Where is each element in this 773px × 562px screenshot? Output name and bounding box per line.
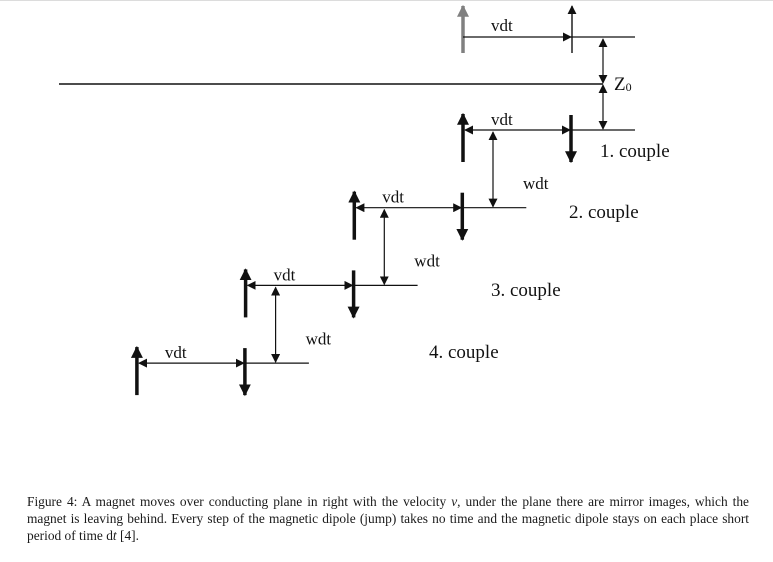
z0-distance: Z0: [598, 38, 632, 130]
figure-caption: Figure 4: A magnet moves over conducting…: [27, 493, 749, 544]
caption-text-1: Figure 4: A magnet moves over conducting…: [27, 494, 452, 509]
couple-label: 3. couple: [491, 280, 561, 301]
caption-var-t: t: [112, 528, 117, 543]
couple-3: vdt 3. couple wdt: [239, 265, 561, 364]
vdt-label: vdt: [274, 265, 296, 284]
z0-label-subscript: 0: [626, 80, 632, 94]
magnet-above-plane: vdt: [457, 4, 635, 53]
wdt-label: wdt: [523, 174, 549, 193]
vdt-label: vdt: [165, 343, 187, 362]
couple-1: vdt 1. couple wdt: [457, 110, 670, 208]
z0-label-main: Z: [614, 74, 626, 95]
vdt-label: vdt: [491, 16, 513, 35]
caption-text-3: [4].: [116, 528, 139, 543]
couple-label: 1. couple: [600, 141, 670, 162]
couple-2: vdt 2. couple wdt: [348, 188, 639, 286]
wdt-label: wdt: [414, 252, 440, 271]
caption-text-2: , under the plane there are mirror image…: [27, 494, 749, 543]
mirror-couples: vdt 1. couple wdt vdt 2. couple wdt vdt 3. coup…: [130, 110, 670, 397]
caption-var-v: v: [451, 494, 458, 509]
vdt-label: vdt: [382, 188, 404, 207]
vdt-label: vdt: [491, 110, 513, 129]
wdt-label: wdt: [306, 329, 332, 348]
z0-label: Z0: [614, 74, 632, 95]
couple-4: vdt 4. couple: [130, 342, 499, 397]
couple-label: 2. couple: [569, 202, 639, 223]
couple-label: 4. couple: [429, 342, 499, 363]
